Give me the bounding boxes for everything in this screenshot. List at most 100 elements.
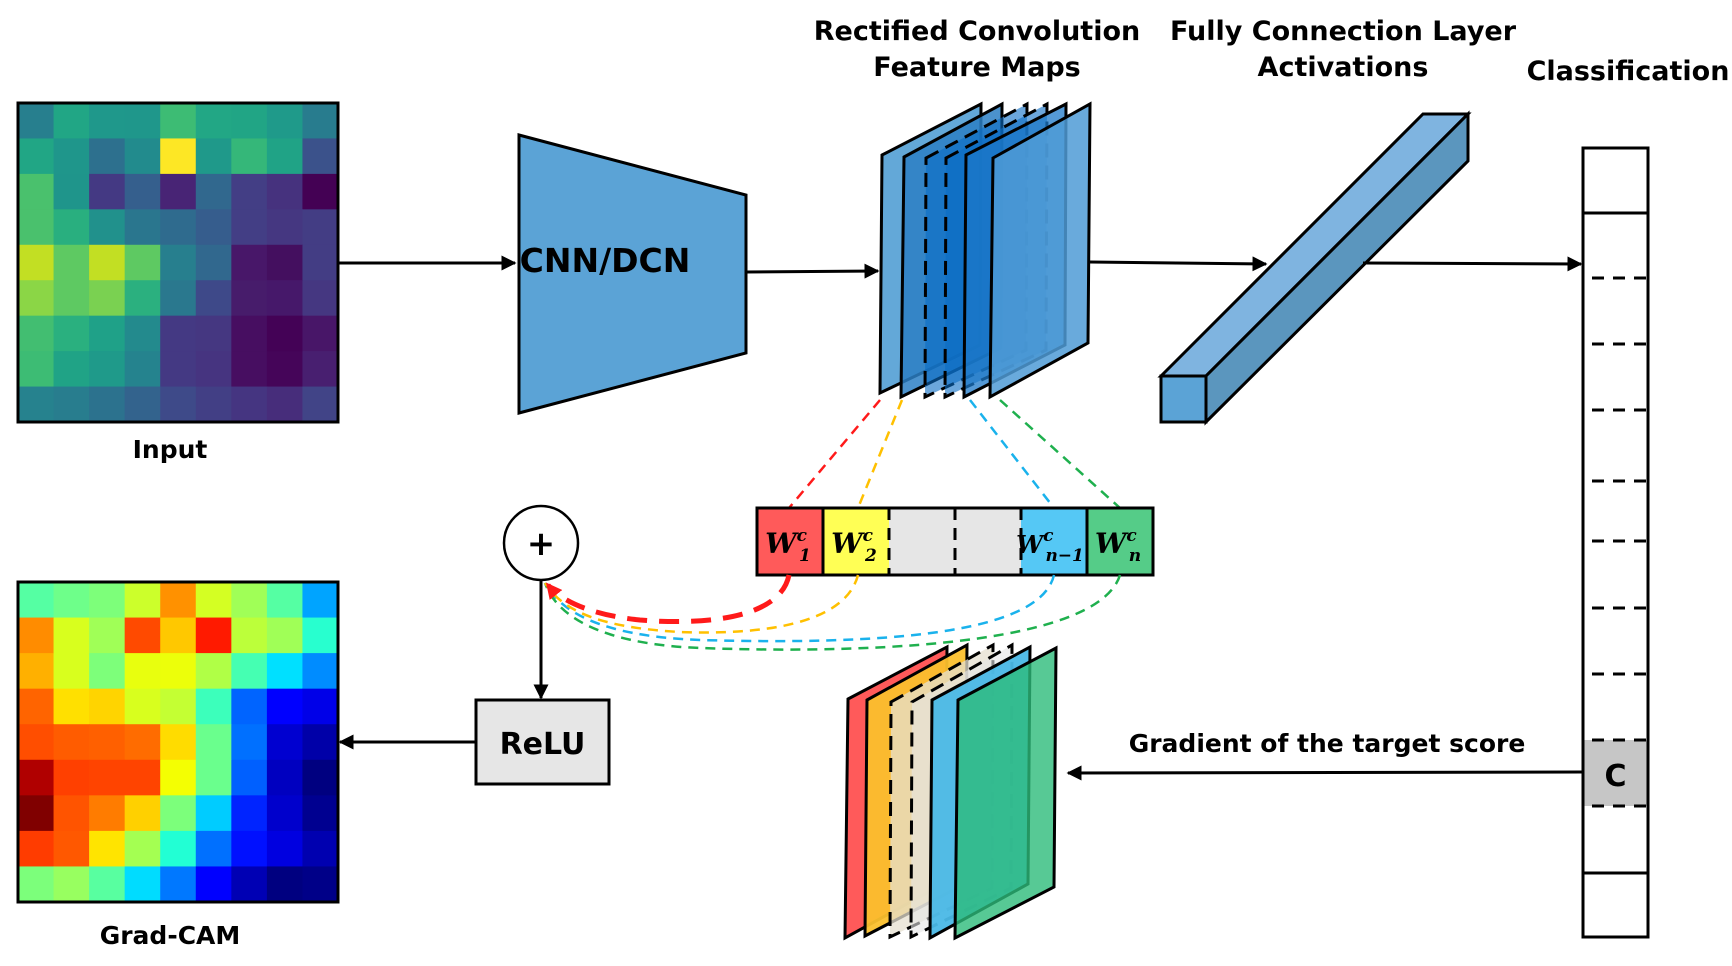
input-heatmap-cell xyxy=(53,173,90,210)
input-heatmap-cell xyxy=(160,173,197,210)
input-heatmap-cell xyxy=(266,103,303,139)
gradcam-heatmap-cell xyxy=(124,724,161,761)
gradcam-heatmap-cell xyxy=(266,688,303,725)
gradcam-heatmap-cell xyxy=(266,866,303,903)
input-heatmap-cell xyxy=(53,351,90,388)
input-heatmap-cell xyxy=(53,103,90,139)
gradcam-heatmap-cell xyxy=(89,759,126,796)
gradcam-heatmap-cell xyxy=(53,653,90,690)
connector-green-top xyxy=(999,399,1121,509)
plus-icon: + xyxy=(527,524,556,564)
gradcam-heatmap-cell xyxy=(53,866,90,903)
gradcam-heatmap-cell xyxy=(160,688,197,725)
gradcam-heatmap-cell xyxy=(124,582,161,619)
input-heatmap-cell xyxy=(53,386,90,423)
input-heatmap-cell xyxy=(89,315,126,352)
gradcam-heatmap-cell xyxy=(124,866,161,903)
gradcam-heatmap-cell xyxy=(266,582,303,619)
fc-title-line2: Activations xyxy=(1258,52,1429,83)
input-heatmap-cell xyxy=(53,280,90,317)
gradcam-heatmap xyxy=(18,582,339,903)
gradcam-heatmap-cell xyxy=(231,866,268,903)
weight-cell xyxy=(1021,508,1087,575)
input-heatmap-cell xyxy=(195,103,232,139)
input-heatmap-cell xyxy=(266,351,303,388)
fc-layer-bar xyxy=(1157,110,1472,426)
input-heatmap-cell xyxy=(53,209,90,246)
gradcam-heatmap-cell xyxy=(18,688,55,725)
gradcam-heatmap-cell xyxy=(89,617,126,654)
input-heatmap-cell xyxy=(195,315,232,352)
input-heatmap-cell xyxy=(18,315,55,352)
feature-map-sheet-4 xyxy=(988,101,1092,400)
input-heatmap-cell xyxy=(53,244,90,281)
input-heatmap-cell xyxy=(266,209,303,246)
gradcam-heatmap-cell xyxy=(195,724,232,761)
input-heatmap-cell xyxy=(89,386,126,423)
input-heatmap-cell xyxy=(18,209,55,246)
gradcam-heatmap-cell xyxy=(124,830,161,867)
gradcam-heatmap-cell xyxy=(302,830,339,867)
gradcam-heatmap-cell xyxy=(18,795,55,832)
gradcam-heatmap-cell xyxy=(195,617,232,654)
input-heatmap-cell xyxy=(89,280,126,317)
input-heatmap-cell xyxy=(160,351,197,388)
input-heatmap-cell xyxy=(18,386,55,423)
gradcam-heatmap-cell xyxy=(160,617,197,654)
gradcam-heatmap-cell xyxy=(195,830,232,867)
weight-cell xyxy=(1087,508,1153,575)
gradcam-heatmap-cell xyxy=(231,653,268,690)
gradcam-heatmap-cell xyxy=(302,688,339,725)
weight-cell xyxy=(757,508,823,575)
gradcam-heatmap-cell xyxy=(18,830,55,867)
input-heatmap-cell xyxy=(18,244,55,281)
input-heatmap-cell xyxy=(89,244,126,281)
gradcam-heatmap-cell xyxy=(124,795,161,832)
arrow-feature-maps-to-fc xyxy=(1089,256,1268,272)
classification-title: Classification xyxy=(1527,56,1730,87)
gradcam-heatmap-cell xyxy=(53,688,90,725)
relu-block xyxy=(474,698,611,786)
input-heatmap-cell xyxy=(53,138,90,175)
gradcam-heatmap-cell xyxy=(53,830,90,867)
input-heatmap-cell xyxy=(302,280,339,317)
arrow-cnn-to-feature-maps xyxy=(745,263,880,279)
input-heatmap-cell xyxy=(18,280,55,317)
gradcam-heatmap-cell xyxy=(89,582,126,619)
input-heatmap-cell xyxy=(18,103,55,139)
gradcam-heatmap-cell xyxy=(266,617,303,654)
classification-vector: C xyxy=(1581,146,1650,939)
gradcam-heatmap-cell xyxy=(160,653,197,690)
input-heatmap-cell xyxy=(89,138,126,175)
input-heatmap-cell xyxy=(231,103,268,139)
gradcam-heatmap-cell xyxy=(231,617,268,654)
input-heatmap-cell xyxy=(302,173,339,210)
gradcam-heatmap-cell xyxy=(302,617,339,654)
input-heatmap-cell xyxy=(266,244,303,281)
input-heatmap-cell xyxy=(124,351,161,388)
input-heatmap-cell xyxy=(231,386,268,423)
connector-cyan-curve xyxy=(543,574,1056,643)
gradcam-heatmap-cell xyxy=(89,653,126,690)
input-heatmap-cell xyxy=(231,351,268,388)
gradcam-heatmap-cell xyxy=(195,866,232,903)
input-heatmap-cell xyxy=(302,138,339,175)
target-class-cell xyxy=(1583,740,1648,806)
gradcam-heatmap-cell xyxy=(160,795,197,832)
gradcam-heatmap-cell xyxy=(18,759,55,796)
gradcam-heatmap-cell xyxy=(302,582,339,619)
input-heatmap-cell xyxy=(302,244,339,281)
input-heatmap-cell xyxy=(195,280,232,317)
cnn-block xyxy=(517,133,748,415)
gradcam-heatmap-cell xyxy=(18,582,55,619)
connector-yellow-top xyxy=(856,399,904,509)
gradcam-heatmap-cell xyxy=(231,688,268,725)
input-heatmap-cell xyxy=(266,315,303,352)
gradcam-heatmap-cell xyxy=(231,759,268,796)
gradcam-heatmap-cell xyxy=(124,617,161,654)
connector-red-curve xyxy=(545,574,792,625)
input-heatmap-cell xyxy=(124,315,161,352)
